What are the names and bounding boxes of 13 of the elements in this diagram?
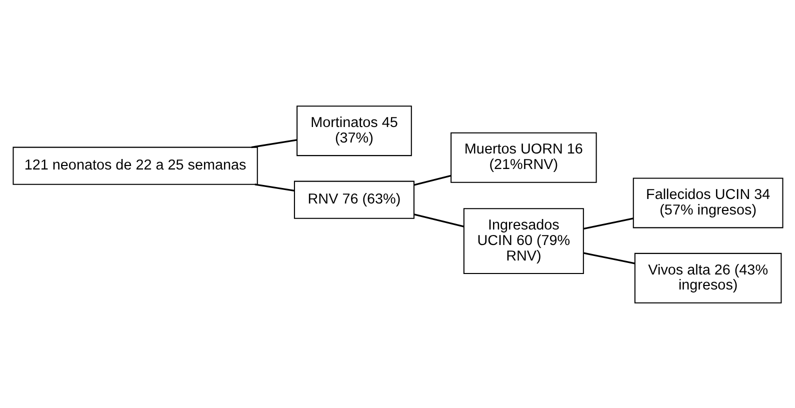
connector xyxy=(414,174,451,186)
node-box: RNV 76 (63%) xyxy=(293,180,414,218)
node-box: Muertos UORN 16 (21%RNV) xyxy=(450,132,596,182)
connector xyxy=(250,138,297,148)
node-box: Fallecidos UCIN 34 (57% ingresos) xyxy=(632,177,783,228)
node-box: Ingresados UCIN 60 (79% RNV) xyxy=(462,208,584,274)
node-box: Mortinatos 45 (37%) xyxy=(296,105,412,156)
connector xyxy=(583,252,634,264)
connector xyxy=(583,217,633,229)
connector xyxy=(254,183,294,191)
node-box: Vivos alta 26 (43% ingresos) xyxy=(634,252,782,303)
connector xyxy=(414,213,464,227)
node-box: 121 neonatos de 22 a 25 semanas xyxy=(12,146,258,184)
